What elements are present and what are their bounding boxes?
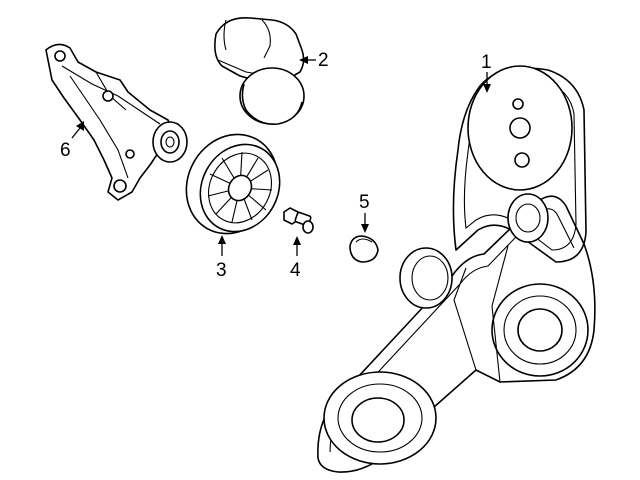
mounting-bracket-part[interactable] — [45, 43, 188, 201]
idler-pulley-part[interactable] — [169, 118, 295, 249]
callout-6-label: 6 — [60, 140, 71, 161]
callout-3-label: 3 — [216, 260, 227, 281]
dust-cap-part[interactable] — [349, 235, 379, 263]
callout-1-label: 1 — [481, 52, 492, 73]
callout-1-arrow — [483, 84, 491, 93]
callout-5-label: 5 — [359, 192, 370, 213]
callout-2-arrow — [299, 56, 308, 64]
callout-2-label: 2 — [318, 50, 329, 71]
bolt-part[interactable] — [283, 207, 314, 234]
callout-5-arrow — [361, 224, 369, 233]
callout-6-leader — [71, 127, 81, 139]
drive-belt-part[interactable] — [317, 65, 596, 473]
tensioner-part[interactable] — [214, 17, 305, 126]
callouts: 1 2 3 4 5 6 — [60, 50, 492, 281]
callout-6-arrow — [76, 121, 84, 131]
callout-3-arrow — [218, 235, 226, 244]
callout-4-label: 4 — [290, 260, 301, 281]
callout-4-arrow — [293, 236, 301, 245]
